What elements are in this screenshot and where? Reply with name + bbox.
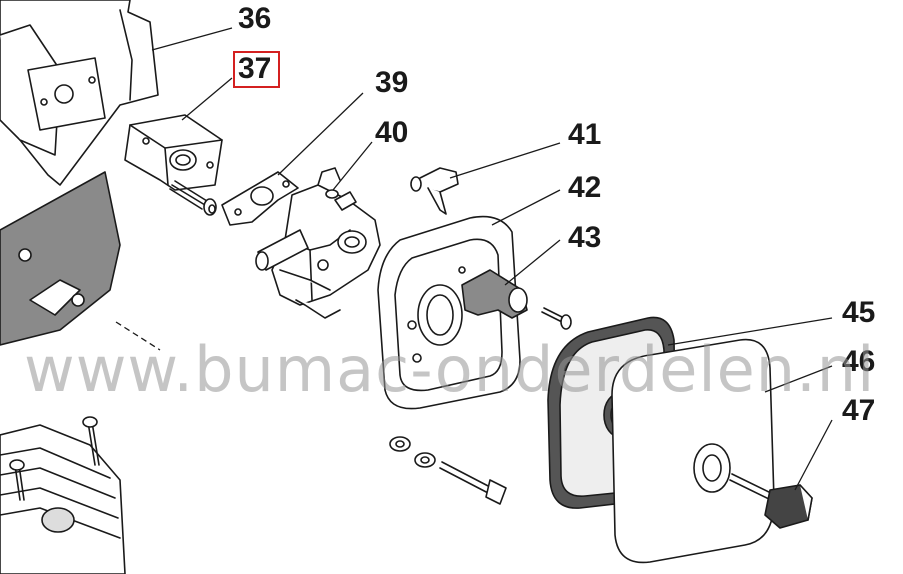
part-43-elbow bbox=[461, 269, 528, 319]
part-37-insulator bbox=[124, 114, 223, 191]
label-43[interactable]: 43 bbox=[568, 221, 602, 254]
part-screw-37 bbox=[169, 180, 217, 216]
label-37[interactable]: 37 bbox=[238, 52, 272, 85]
label-47[interactable]: 47 bbox=[842, 394, 876, 427]
part-cylinder bbox=[0, 416, 126, 574]
label-36[interactable]: 36 bbox=[238, 2, 272, 35]
part-36-housing bbox=[0, 0, 159, 186]
part-cylinder-gasket bbox=[0, 171, 121, 346]
part-39-gasket bbox=[221, 171, 299, 226]
label-39[interactable]: 39 bbox=[375, 66, 409, 99]
leader-lines bbox=[115, 27, 833, 491]
label-40[interactable]: 40 bbox=[375, 116, 409, 149]
label-42[interactable]: 42 bbox=[568, 171, 602, 204]
part-47-knob bbox=[729, 473, 813, 529]
label-45[interactable]: 45 bbox=[842, 296, 876, 329]
label-41[interactable]: 41 bbox=[568, 118, 602, 151]
label-46[interactable]: 46 bbox=[842, 345, 876, 378]
part-washers-bolt bbox=[389, 436, 507, 505]
part-40-carburetor bbox=[255, 167, 381, 319]
part-46-filter-cover bbox=[611, 338, 775, 564]
label-37-highlight-box bbox=[233, 51, 280, 88]
part-screw-43 bbox=[541, 307, 572, 330]
part-41-choke-lever bbox=[410, 167, 459, 215]
watermark: www.bumac-onderdelen.nl bbox=[24, 333, 876, 406]
